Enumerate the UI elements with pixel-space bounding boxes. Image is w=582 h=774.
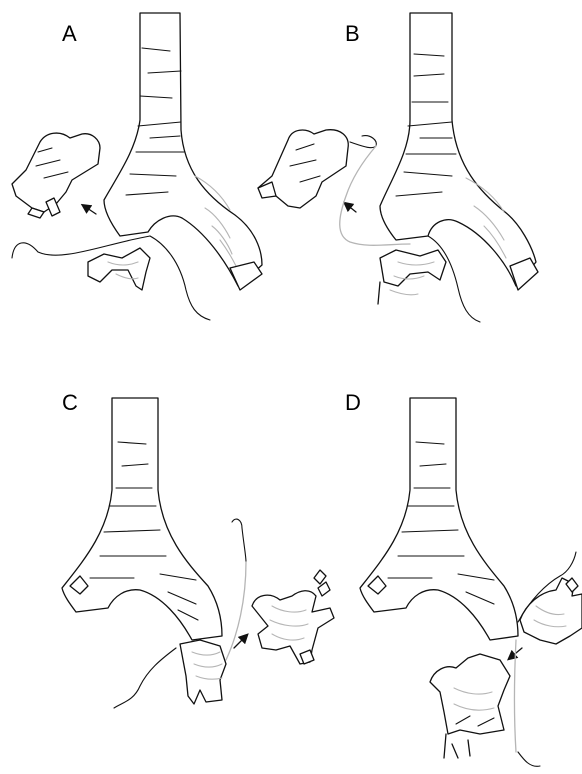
left-bronchus-stump-a	[230, 262, 262, 290]
suture-b-top	[350, 136, 376, 148]
stump-c	[180, 640, 226, 704]
panel-d: D	[345, 390, 582, 766]
right-bronchus-stump-b	[378, 250, 446, 304]
trachea-d	[360, 398, 518, 640]
suture-c-top	[232, 519, 246, 562]
panel-label-a: A	[62, 21, 77, 46]
suture-b-right	[428, 236, 480, 322]
bronchial-segment-d-lower	[430, 654, 510, 758]
panel-label-d: D	[345, 390, 361, 415]
suture-d-gray	[515, 640, 517, 752]
trachea-b	[380, 13, 538, 290]
suture-d-bottom	[518, 752, 540, 766]
suture-c-bottom	[114, 648, 176, 708]
panel-label-c: C	[62, 390, 78, 415]
panel-label-b: B	[345, 21, 360, 46]
arrow-c	[234, 636, 246, 648]
trachea-c	[62, 398, 222, 640]
bronchial-segment-b	[258, 130, 348, 208]
panel-c: C	[62, 390, 334, 708]
trachea-a	[104, 13, 262, 290]
arrow-a	[84, 206, 96, 214]
bronchial-segment-d-right	[520, 578, 582, 644]
panel-b: B	[258, 13, 538, 322]
bronchial-segment-c	[252, 570, 334, 664]
suture-a-right	[150, 236, 210, 320]
right-bronchus-stump-a	[88, 248, 150, 290]
bronchial-segment-a	[12, 133, 100, 218]
panel-a: A	[12, 13, 262, 320]
arrow-b	[346, 204, 356, 212]
